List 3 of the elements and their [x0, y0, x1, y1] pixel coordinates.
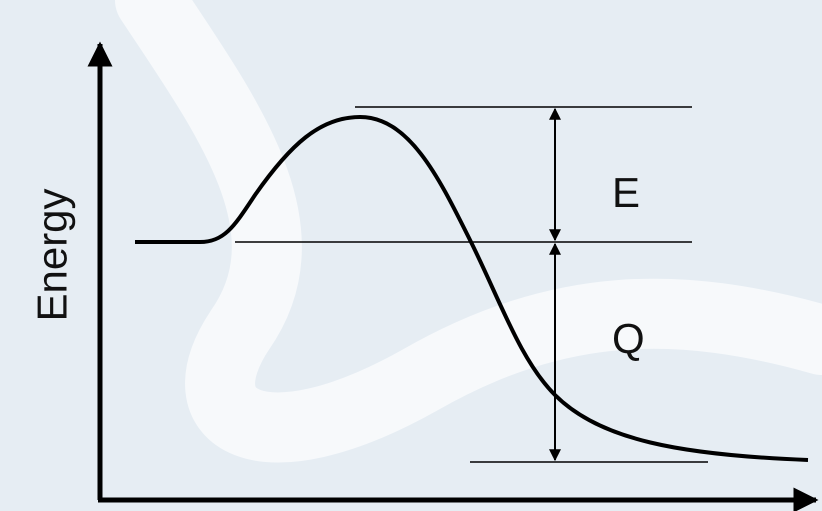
- dimension-label: E: [612, 172, 640, 214]
- dimension-label: Q: [612, 318, 645, 360]
- axis-title: Energy: [31, 188, 74, 322]
